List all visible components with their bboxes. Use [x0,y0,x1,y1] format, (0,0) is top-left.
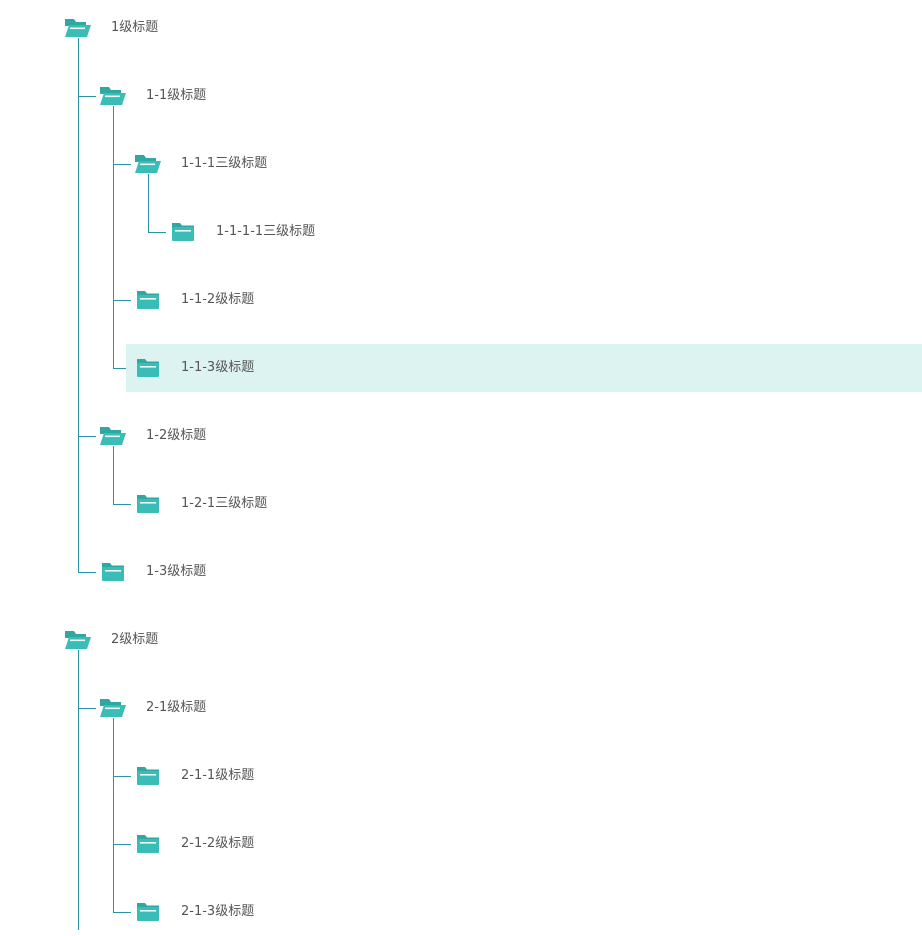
folder-open-icon[interactable] [99,424,127,448]
tree-node[interactable]: 2-1-2级标题 [126,820,922,868]
tree-node[interactable]: 1-1-2级标题 [126,276,922,324]
tree-node-label: 2级标题 [111,632,159,647]
tree-node-label: 1-1-2级标题 [181,292,255,307]
tree-node[interactable]: 1级标题 [56,4,922,52]
tree-node[interactable]: 1-1-1-1三级标题 [161,208,922,256]
tree-node[interactable]: 2级标题 [56,616,922,664]
tree-node[interactable]: 1-1-3级标题 [126,344,922,392]
tree-connector-vertical [148,174,149,232]
tree-connector-horizontal [78,436,96,437]
folder-closed-icon[interactable] [134,356,162,380]
tree-connector-vertical [113,106,114,368]
tree-connector-vertical [78,38,79,572]
tree-node-label: 1-1-1三级标题 [181,156,268,171]
folder-closed-icon[interactable] [134,288,162,312]
tree-node-label: 1-1级标题 [146,88,207,103]
tree-node-label: 1-2级标题 [146,428,207,443]
tree-connector-vertical [113,718,114,912]
tree-node-label: 1-3级标题 [146,564,207,579]
tree-node[interactable]: 2-1级标题 [91,684,922,732]
folder-closed-icon[interactable] [99,560,127,584]
tree-connector-horizontal [113,912,131,913]
folder-open-icon[interactable] [64,16,92,40]
folder-closed-icon[interactable] [134,492,162,516]
tree-connector-vertical [78,650,79,930]
folder-open-icon[interactable] [99,84,127,108]
tree-node-label: 1-1-1-1三级标题 [216,224,316,239]
tree-node[interactable]: 2-1-1级标题 [126,752,922,800]
tree-connector-horizontal [113,844,131,845]
tree-node-label: 2-1-3级标题 [181,904,255,919]
folder-closed-icon[interactable] [169,220,197,244]
tree-connector-horizontal [78,96,96,97]
tree-node[interactable]: 1-1级标题 [91,72,922,120]
folder-closed-icon[interactable] [134,832,162,856]
tree-node[interactable]: 1-1-1三级标题 [126,140,922,188]
folder-open-icon[interactable] [64,628,92,652]
tree-connector-horizontal [78,572,96,573]
tree-node-label: 1级标题 [111,20,159,35]
tree-node[interactable]: 1-2级标题 [91,412,922,460]
tree-node[interactable]: 1-2-1三级标题 [126,480,922,528]
folder-closed-icon[interactable] [134,900,162,924]
tree-connector-horizontal [148,232,166,233]
tree-connector-vertical [113,446,114,504]
tree-connector-horizontal [113,504,131,505]
tree-node[interactable]: 1-3级标题 [91,548,922,596]
tree-node-label: 2-1-1级标题 [181,768,255,783]
tree-node-label: 2-1-2级标题 [181,836,255,851]
folder-closed-icon[interactable] [134,764,162,788]
tree-node-label: 1-1-3级标题 [181,360,255,375]
tree-connector-horizontal [78,708,96,709]
folder-open-icon[interactable] [134,152,162,176]
tree-connector-horizontal [113,300,131,301]
tree-connector-horizontal [113,368,131,369]
tree-connector-horizontal [113,164,131,165]
tree-node-label: 1-2-1三级标题 [181,496,268,511]
tree-node[interactable]: 2-1-3级标题 [126,888,922,936]
folder-open-icon[interactable] [99,696,127,720]
tree-node-label: 2-1级标题 [146,700,207,715]
tree-connector-horizontal [113,776,131,777]
